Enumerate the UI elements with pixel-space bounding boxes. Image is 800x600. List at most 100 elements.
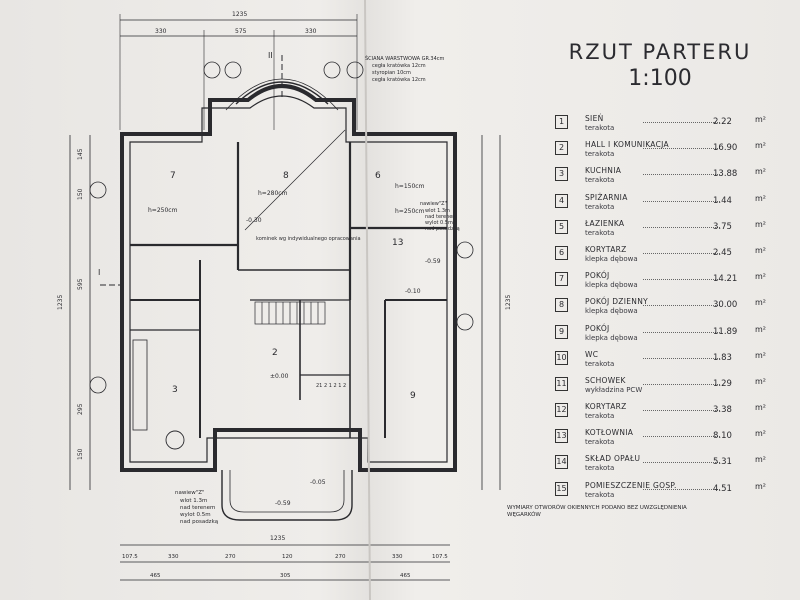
area-unit: m²	[755, 193, 766, 203]
level-mark: -0.10	[405, 288, 421, 295]
area-unit: m²	[755, 429, 766, 439]
leader-dots	[643, 436, 720, 438]
entrance-steps-inner	[229, 470, 345, 513]
room-label-7: 7	[170, 171, 176, 181]
leader-dots	[643, 383, 720, 385]
room-name: KORYTARZ	[585, 402, 627, 412]
right-total-dim: 1235	[505, 295, 512, 310]
top-dim-1: 330	[155, 28, 167, 35]
room-label-2: 2	[272, 348, 278, 358]
left-dim: 295	[77, 403, 84, 415]
leader-dots	[643, 226, 720, 228]
room-number: 4	[555, 193, 568, 208]
window-detail: nad terenem	[425, 214, 457, 220]
staircase	[254, 301, 326, 325]
room-name: POMIESZCZENIE GOSP.	[585, 480, 677, 490]
height-label: h=150cm	[395, 183, 425, 190]
room-number: 2	[555, 141, 568, 156]
room-finish: terakota	[585, 464, 615, 473]
room-finish: klepka dębowa	[585, 281, 638, 290]
room-number: 11	[555, 376, 568, 391]
area-unit: m²	[755, 245, 766, 255]
left-dim: 150	[77, 188, 84, 200]
bottom-total-dim: 1235	[270, 535, 285, 542]
room-label-3: 3	[172, 385, 178, 395]
leader-dots	[643, 410, 720, 412]
window-detail-bottom: wylot 0.5m	[180, 512, 211, 518]
room-area: 1.83	[713, 352, 732, 363]
area-unit: m²	[755, 481, 766, 491]
bottom-dim: 330	[392, 554, 403, 560]
room-label-8: 8	[283, 171, 289, 181]
left-dim: 595	[77, 278, 84, 290]
boiler-symbol	[165, 430, 185, 450]
leader-dots	[643, 279, 720, 281]
level-mark: -0.30	[246, 217, 262, 224]
room-name: HALL I KOMUNIKACJA	[585, 140, 669, 150]
page-fold	[364, 0, 371, 600]
room-name: ŁAZIENKA	[585, 218, 625, 228]
room-name: SCHOWEK	[585, 375, 626, 385]
legend-scale: 1:100	[628, 66, 692, 91]
area-unit: m²	[755, 298, 766, 308]
window-tag-circle	[203, 61, 221, 79]
annotation-leader	[244, 129, 346, 231]
bottom-dim: 107.5	[122, 554, 138, 560]
window-tag-circle	[456, 241, 474, 259]
plan-annotations: 1235 330 575 330 ŚCIANA WARSTWOWA GR.34c…	[57, 11, 512, 579]
room-area: 2.22	[713, 117, 732, 127]
area-unit: m²	[755, 455, 766, 465]
top-dim-3: 330	[305, 28, 317, 35]
room-area: 5.31	[713, 457, 732, 468]
room-finish: terakota	[585, 150, 615, 159]
room-finish: terakota	[585, 124, 615, 132]
bottom-dim: 465	[400, 573, 411, 579]
area-unit: m²	[755, 219, 766, 229]
bottom-dim: 465	[150, 573, 161, 579]
room-area: 11.89	[713, 326, 738, 337]
inner-wall-line	[129, 95, 448, 463]
window-tag-circle	[89, 376, 107, 394]
room-finish: klepka dębowa	[585, 254, 638, 263]
room-area: 3.75	[713, 221, 732, 232]
room-area: 4.51	[713, 483, 732, 494]
leader-dots	[643, 331, 720, 333]
stair-steps: 21 2 1 2 1 2	[316, 383, 346, 389]
kitchen-counter	[132, 339, 148, 431]
area-unit: m²	[755, 272, 766, 282]
room-name: SPIŻARNIA	[585, 192, 628, 202]
leader-dots	[643, 122, 720, 123]
leader-dots	[643, 174, 720, 176]
height-label: h=250cm	[148, 207, 178, 214]
leader-dots	[643, 305, 720, 307]
window-detail-bottom: nad posadzką	[180, 519, 219, 525]
room-name: WC	[585, 349, 599, 359]
chimney-note: kominek wg indywidualnego opracowania	[256, 236, 361, 242]
wall-note-2: cegła kratówka 12cm	[372, 62, 426, 69]
room-label-9: 9	[410, 391, 416, 401]
room-area: 16.90	[713, 143, 738, 154]
room-number: 7	[555, 272, 568, 287]
room-number: 15	[555, 481, 568, 496]
room-area: 1.29	[713, 378, 732, 389]
bottom-dim: 107.5	[432, 554, 448, 560]
area-unit: m²	[755, 350, 766, 360]
room-area: 8.10	[713, 431, 732, 442]
leader-dots	[643, 357, 720, 359]
room-finish: klepka dębowa	[585, 333, 638, 342]
room-area: 14.21	[713, 274, 738, 285]
room-number: 14	[555, 455, 568, 470]
area-unit: m²	[755, 141, 766, 151]
room-area: 2.45	[713, 247, 732, 258]
leader-dots	[643, 462, 720, 464]
room-name: POKÓJ DZIENNY	[585, 297, 648, 307]
left-dim: 150	[77, 448, 84, 460]
wall-note-1: ŚCIANA WARSTWOWA GR.34cm	[365, 55, 445, 62]
room-label-13: 13	[392, 238, 403, 248]
